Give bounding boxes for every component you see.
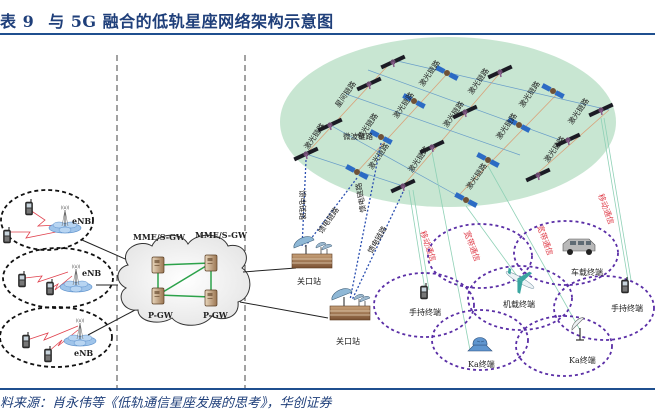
figure-title: 表 9 与 5G 融合的低轨星座网络架构示意图 xyxy=(0,8,334,31)
radio-link xyxy=(23,325,79,342)
server-icon xyxy=(204,254,218,272)
backhaul-link xyxy=(87,309,136,336)
gateway-stations: 关口站 关口站 xyxy=(291,235,371,346)
enb-label: eNB xyxy=(72,216,91,226)
broadband-link-label: 宽带通信 xyxy=(462,229,482,262)
terminal-label: 车载终端 xyxy=(571,267,603,277)
core-link xyxy=(157,262,212,266)
radio-link xyxy=(24,271,69,283)
phone-icon xyxy=(25,198,33,216)
feeder-link-label: 馈电链路 xyxy=(315,204,341,235)
core-cloud xyxy=(117,234,251,326)
mme-sgw-label: MME/S-GW xyxy=(133,232,186,242)
phone-icon xyxy=(46,278,54,296)
figure-number: 表 9 xyxy=(0,12,35,31)
phone-icon xyxy=(18,270,26,288)
mobile-link-label: 移动通信 xyxy=(596,192,616,225)
terminal-label: Ka终端 xyxy=(569,355,596,365)
enb-label: eNB xyxy=(74,348,93,358)
backhaul-link xyxy=(81,239,133,263)
footer-rule xyxy=(0,388,655,390)
broadband-link-label: 宽带通信 xyxy=(535,223,555,256)
phone-icon xyxy=(3,226,11,244)
aircraft-icon xyxy=(505,267,535,294)
ka-dish-icon xyxy=(571,317,585,341)
gateway-label: 关口站 xyxy=(297,276,321,286)
enb-label: eNB xyxy=(82,268,101,278)
server-icon xyxy=(151,287,165,305)
terrestrial-link xyxy=(242,267,297,273)
radio-link xyxy=(8,231,57,239)
microwave-link-label: 微波链路 xyxy=(343,131,373,141)
mobile-link-label: 移动通信 xyxy=(418,229,438,262)
terminal-label: 手持终端 xyxy=(409,307,441,317)
core-link xyxy=(157,262,212,296)
server-icon xyxy=(204,289,218,307)
gateway-label: 关口站 xyxy=(336,336,360,346)
server-icon xyxy=(151,256,165,274)
source-note: 料来源：肖永伟等《低轨通信星座发展的思考》，华创证券 xyxy=(0,396,332,411)
core-network: MME/S-GW MME/S-GW P-GW P-GW xyxy=(117,230,251,326)
feeder-link-label: 馈电链路 xyxy=(365,224,389,255)
network-diagram: ((o)) xyxy=(0,37,655,388)
cell-coverage xyxy=(0,306,113,368)
beam-coverage xyxy=(373,220,655,377)
gateway-icon xyxy=(329,287,371,321)
pgw-label: P-GW xyxy=(203,310,229,320)
title-rule xyxy=(0,33,655,35)
vehicle-icon xyxy=(562,238,596,255)
figure-title-text: 与 5G 融合的低轨星座网络架构示意图 xyxy=(48,12,334,31)
terminal-label: Ka终端 xyxy=(468,359,495,369)
pgw-label: P-GW xyxy=(148,310,174,320)
ka-terminal-icon xyxy=(467,337,493,352)
terrestrial-link xyxy=(239,301,329,319)
user-terminals: 手持终端 机载终端 车载终端 手持终端 Ka终端 xyxy=(409,238,643,369)
terminal-label: 手持终端 xyxy=(611,303,643,313)
phone-icon xyxy=(44,345,52,363)
gateway-icon xyxy=(291,235,333,269)
phone-icon xyxy=(22,331,30,349)
cell-coverage xyxy=(0,189,94,251)
feeder-link-label: 馈电链路 xyxy=(298,190,308,220)
core-link xyxy=(157,294,212,298)
radio-link xyxy=(29,209,59,227)
user-links xyxy=(408,117,632,351)
terminal-label: 机载终端 xyxy=(503,299,535,309)
cell-coverage xyxy=(2,247,114,309)
mme-sgw-label: MME/S-GW xyxy=(195,230,248,240)
access-network: eNB eNB eNB xyxy=(0,189,114,368)
base-station-icon xyxy=(63,317,97,347)
satellite-constellation: 星间链路 微波链路 激光链路 激光链路 激光链路 激光链路 激光链路 激光链路 … xyxy=(280,37,616,208)
